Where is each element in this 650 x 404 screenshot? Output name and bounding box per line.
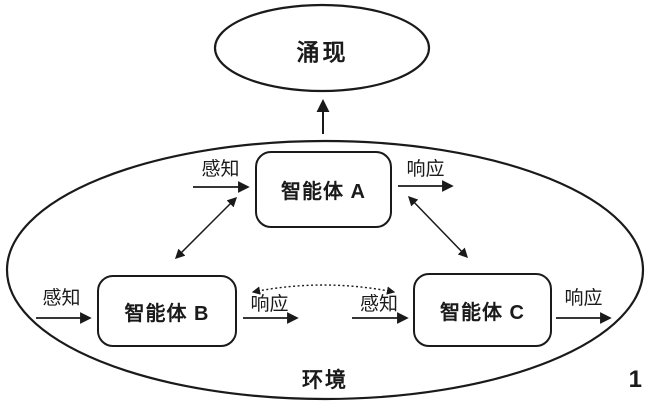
agent-b-label: 智能体 B	[124, 302, 210, 325]
emergence-ellipse	[213, 3, 431, 93]
agent-c-perceive-label: 感知	[359, 294, 398, 315]
emergence-node-label: 涌现	[296, 39, 349, 65]
agent-a-respond-label: 响应	[406, 159, 445, 180]
page-number: 1	[628, 366, 642, 393]
agent-b-node: 智能体 B	[97, 275, 237, 347]
agent-c-node: 智能体 C	[413, 273, 552, 347]
agent-a-label: 智能体 A	[281, 181, 366, 203]
agent-b-respond-label: 响应	[250, 294, 289, 315]
agent-a-node: 智能体 A	[255, 151, 392, 228]
agent-b-perceive-label: 感知	[42, 288, 81, 309]
agent-a-c-interaction-arrow	[407, 195, 469, 259]
environment-label: 环境	[302, 369, 348, 392]
agent-c-label: 智能体 C	[440, 301, 525, 324]
agent-a-b-interaction-arrow	[174, 196, 238, 260]
agent-c-respond-label: 响应	[564, 288, 603, 309]
agent-a-perceive-label: 感知	[201, 159, 240, 180]
